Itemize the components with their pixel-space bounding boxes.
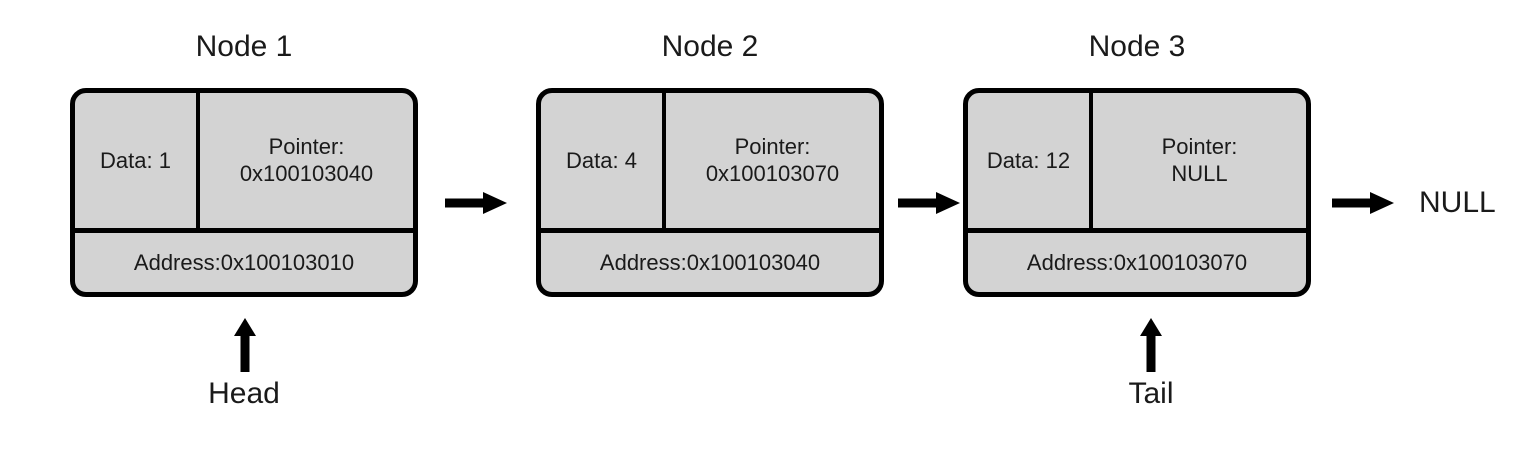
node-data-cell-3: Data: 12 (968, 93, 1093, 228)
node-inner-2: Data: 4 Pointer: 0x100103070 Address:0x1… (541, 93, 879, 292)
node-box-3: Data: 12 Pointer: NULL Address:0x1001030… (963, 88, 1311, 297)
head-label: Head (208, 377, 280, 410)
node-pointer-label-2: Pointer: (734, 133, 811, 159)
arrow-node1-to-node2 (443, 188, 509, 218)
node-pointer-cell-3: Pointer: NULL (1093, 93, 1306, 228)
arrow-tail-pointer (1136, 318, 1166, 374)
node-title-2: Node 2 (661, 30, 759, 63)
node-top-row-1: Data: 1 Pointer: 0x100103040 (75, 93, 413, 228)
node-pointer-cell-2: Pointer: 0x100103070 (666, 93, 879, 228)
node-data-cell-2: Data: 4 (541, 93, 666, 228)
tail-label: Tail (1128, 377, 1174, 410)
node-data-cell-1: Data: 1 (75, 93, 200, 228)
node-top-row-2: Data: 4 Pointer: 0x100103070 (541, 93, 879, 228)
node-pointer-label-3: Pointer: (1161, 133, 1238, 159)
node-address-cell-1: Address:0x100103010 (75, 228, 413, 292)
list-terminator-null-label: NULL (1419, 186, 1496, 219)
node-pointer-value-3: NULL (1171, 160, 1228, 186)
arrow-node2-to-node3 (896, 188, 962, 218)
node-pointer-cell-1: Pointer: 0x100103040 (200, 93, 413, 228)
arrow-head-pointer (230, 318, 260, 374)
node-inner-1: Data: 1 Pointer: 0x100103040 Address:0x1… (75, 93, 413, 292)
node-address-cell-3: Address:0x100103070 (968, 228, 1306, 292)
node-top-row-3: Data: 12 Pointer: NULL (968, 93, 1306, 228)
node-box-2: Data: 4 Pointer: 0x100103070 Address:0x1… (536, 88, 884, 297)
node-title-3: Node 3 (1088, 30, 1186, 63)
node-pointer-value-2: 0x100103070 (705, 160, 840, 186)
arrow-node3-to-null (1330, 188, 1396, 218)
node-pointer-value-1: 0x100103040 (239, 160, 374, 186)
node-address-cell-2: Address:0x100103040 (541, 228, 879, 292)
node-box-1: Data: 1 Pointer: 0x100103040 Address:0x1… (70, 88, 418, 297)
node-pointer-label-1: Pointer: (268, 133, 345, 159)
node-inner-3: Data: 12 Pointer: NULL Address:0x1001030… (968, 93, 1306, 292)
node-title-1: Node 1 (195, 30, 293, 63)
